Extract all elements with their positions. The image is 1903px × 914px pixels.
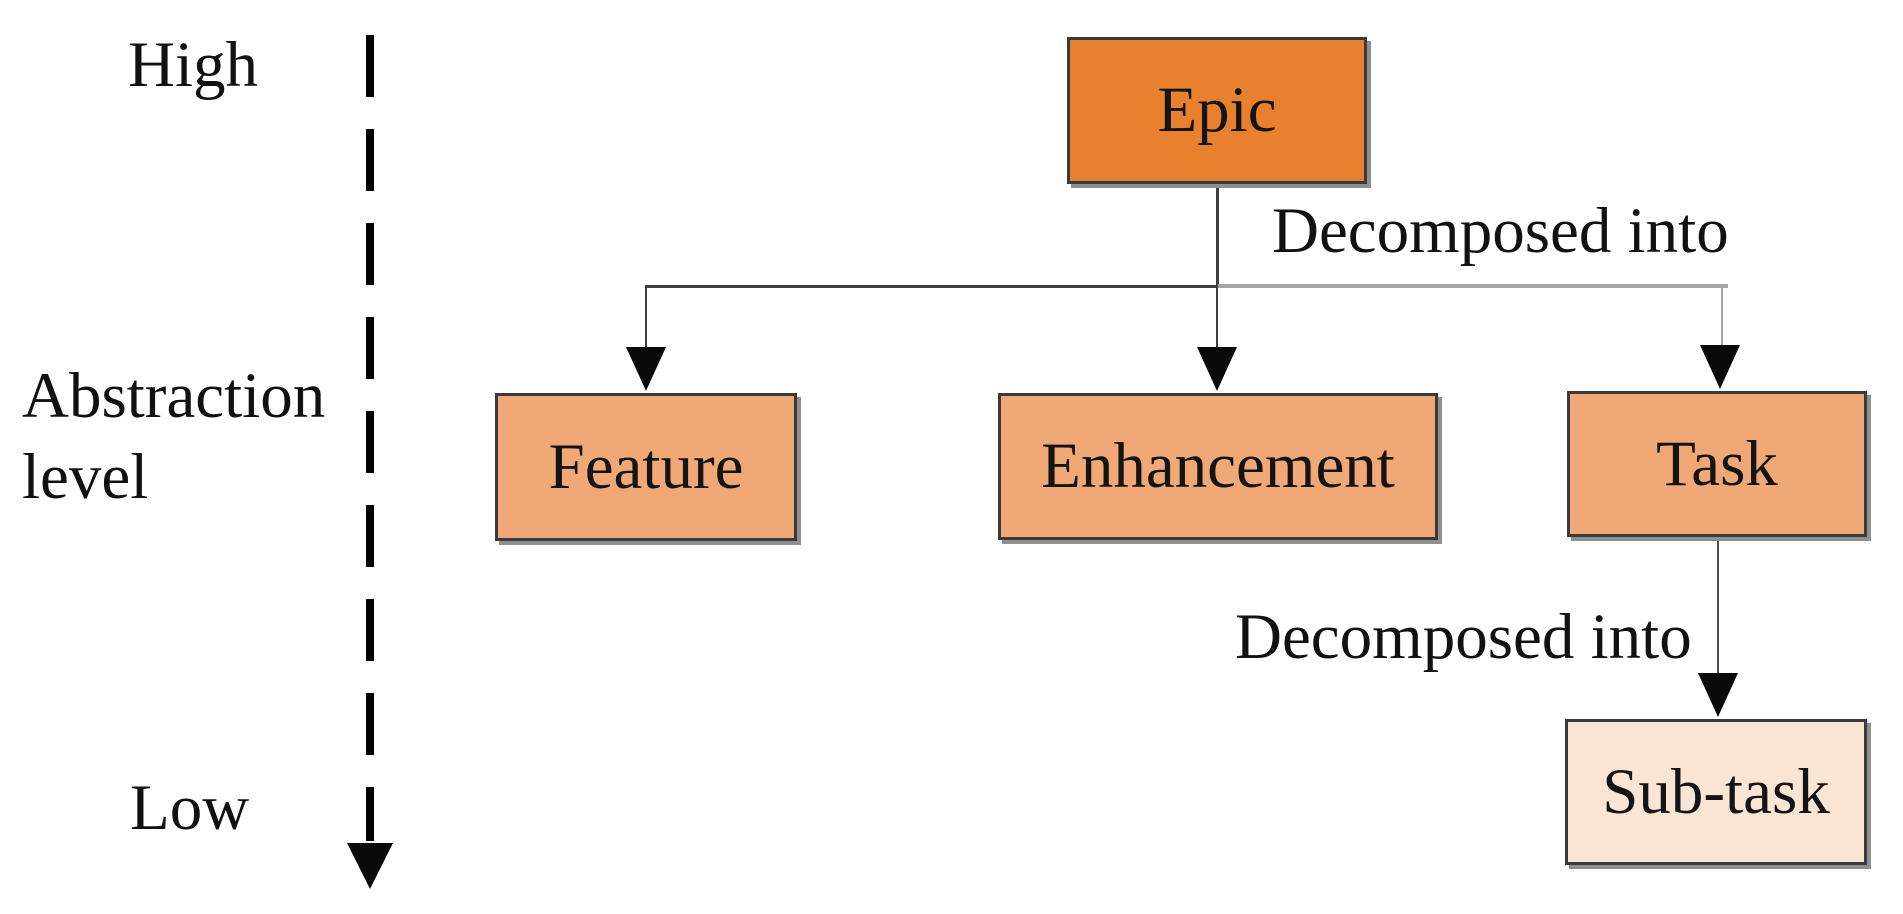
abstraction-axis-dashed-line	[366, 35, 374, 841]
node-subtask: Sub-task	[1565, 719, 1867, 865]
edge-feature-stem	[645, 287, 647, 351]
node-epic: Epic	[1067, 37, 1367, 184]
node-subtask-label: Sub-task	[1602, 755, 1830, 828]
edge-task-stem	[1721, 288, 1723, 348]
axis-abstraction-label-line1: Abstraction	[22, 360, 326, 432]
node-enhancement: Enhancement	[998, 393, 1438, 540]
edge-label-decomposed-into-1: Decomposed into	[1272, 195, 1729, 267]
edge-branch-line-right	[1218, 284, 1728, 288]
edge-label-decomposed-into-2: Decomposed into	[1235, 601, 1692, 673]
edge-enhancement-stem	[1216, 287, 1218, 351]
edge-enhancement-arrowhead-icon	[1197, 347, 1237, 391]
edge-branch-line-left	[645, 285, 1218, 288]
node-task-label: Task	[1656, 427, 1778, 500]
axis-abstraction-label: Abstraction level	[22, 356, 325, 517]
axis-low-label: Low	[130, 772, 250, 844]
edge-task-subtask-stem	[1717, 537, 1719, 677]
node-epic-label: Epic	[1157, 74, 1277, 146]
edge-task-arrowhead-icon	[1700, 345, 1740, 389]
node-feature-label: Feature	[548, 430, 744, 503]
edge-epic-stem	[1216, 184, 1219, 287]
edge-subtask-arrowhead-icon	[1698, 673, 1738, 717]
node-enhancement-label: Enhancement	[1041, 430, 1395, 502]
node-task: Task	[1567, 391, 1867, 537]
axis-high-label: High	[128, 29, 258, 101]
axis-arrowhead-icon	[347, 843, 393, 889]
axis-abstraction-label-line2: level	[22, 440, 149, 513]
edge-feature-arrowhead-icon	[626, 347, 666, 391]
node-feature: Feature	[495, 393, 797, 541]
